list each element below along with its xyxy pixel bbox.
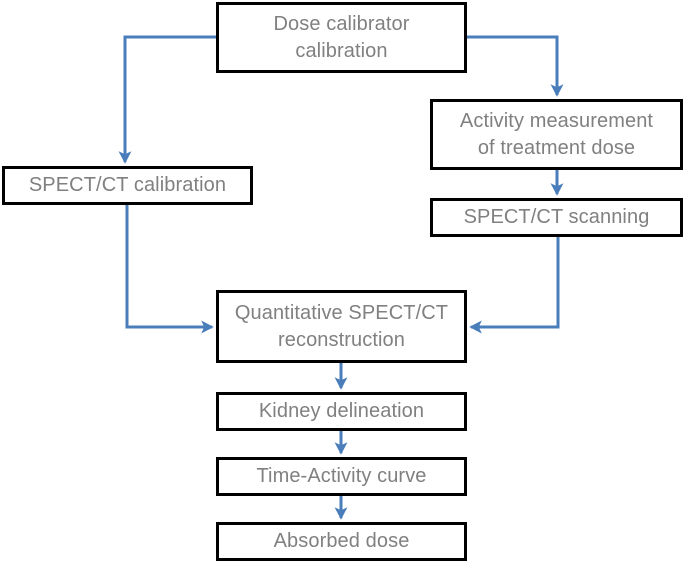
node-spect-ct-calibration[interactable]: SPECT/CT calibration [2,166,253,205]
node-label: Kidney delineation [258,400,425,423]
node-absorbed-dose[interactable]: Absorbed dose [216,522,467,561]
node-label: Activity measurement of treatment dose [459,110,654,159]
node-label: SPECT/CT scanning [463,206,650,229]
node-label: Absorbed dose [273,530,410,553]
edge-dose-calibrator-to-spect-ct-calibration [118,35,216,164]
edge-spect-ct-calibration-to-quantitative-reconstruction [125,205,214,334]
node-label: Quantitative SPECT/CT reconstruction [234,302,449,351]
edge-spect-ct-scanning-to-quantitative-reconstruction [469,237,560,334]
node-activity-measurement-of-treatment-dose[interactable]: Activity measurement of treatment dose [430,99,683,170]
node-label: Dose calibrator calibration [273,13,410,62]
edge-dose-calibrator-to-activity-measurement [467,35,564,97]
node-label: Time-Activity curve [256,465,427,488]
node-quantitative-spect-ct-reconstruction[interactable]: Quantitative SPECT/CT reconstruction [216,290,467,363]
node-dose-calibrator-calibration[interactable]: Dose calibrator calibration [216,2,467,73]
node-spect-ct-scanning[interactable]: SPECT/CT scanning [430,198,683,237]
connector-layer [118,35,564,520]
node-time-activity-curve[interactable]: Time-Activity curve [216,457,467,496]
node-label: SPECT/CT calibration [28,174,227,197]
node-kidney-delineation[interactable]: Kidney delineation [216,392,467,431]
